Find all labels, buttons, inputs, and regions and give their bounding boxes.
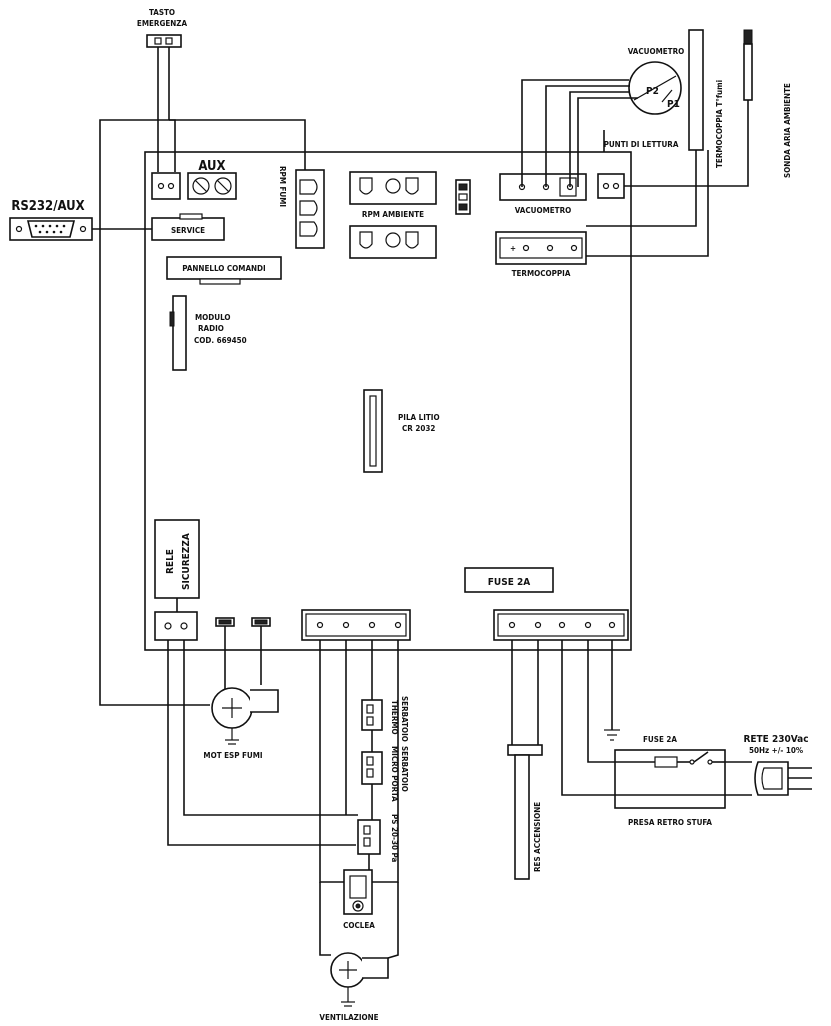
- rele-label-1: RELE: [165, 549, 176, 574]
- modulo-label-1: MODULO: [195, 313, 231, 322]
- rpm-ambiente-label: RPM AMBIENTE: [362, 210, 424, 219]
- rpm-fumi-label: RPM FUMI: [278, 166, 287, 207]
- pila-litio: PILA LITIO CR 2032: [363, 389, 440, 473]
- thermo-label-1: THERMO: [390, 700, 399, 735]
- service-connector: SERVICE: [151, 213, 225, 241]
- rele-sicurezza: RELE SICUREZZA: [154, 519, 200, 612]
- service-label: SERVICE: [171, 226, 205, 235]
- ventilazione: VENTILAZIONE: [319, 882, 399, 1022]
- pannello-comandi-connector: PANNELLO COMANDI: [166, 256, 282, 285]
- connector-3pin-lower: [349, 225, 437, 259]
- micro-label-1: MICRO PORTA: [390, 746, 399, 802]
- aux-label: AUX: [198, 159, 225, 174]
- punti-lettura-label: PUNTI DI LETTURA: [604, 140, 679, 149]
- aux-terminal: AUX: [187, 159, 237, 200]
- micro-label-2: SERBATOIO: [400, 746, 409, 792]
- svg-text:+: +: [510, 244, 516, 253]
- sonda-aria-label: SONDA ARIA AMBIENTE: [783, 83, 792, 178]
- pannello-comandi-label: PANNELLO COMANDI: [182, 264, 266, 273]
- sonda-connector: [597, 173, 625, 199]
- modulo-label-3: COD. 669450: [194, 336, 247, 345]
- fuse-ext-label: FUSE 2A: [643, 735, 677, 744]
- emergency-button: TASTO EMERGENZA: [137, 8, 188, 172]
- termocoppia-fumi-label: TERMOCOPPIA T°fumi: [715, 80, 724, 168]
- res-accensione-label: RES ACCENSIONE: [533, 802, 542, 872]
- rpm-fumi-connector: RPM FUMI: [278, 166, 325, 249]
- p2-label: P2: [646, 86, 659, 97]
- vacuometro-gauge: VACUOMETRO P2 P1 PUNTI DI LETTURA: [521, 47, 685, 187]
- micro-porta-serbatoio: MICRO PORTA SERBATOIO: [361, 746, 409, 820]
- vacuometro-conn-label: VACUOMETRO: [515, 206, 572, 215]
- emergency-connector: [151, 172, 181, 200]
- small-jumper: [455, 179, 471, 215]
- ventilazione-label: VENTILAZIONE: [319, 1013, 378, 1022]
- modulo-radio: MODULO RADIO COD. 669450: [169, 295, 247, 371]
- rete-label-2: 50Hz +/- 10%: [749, 746, 803, 755]
- rete-label-1: RETE 230Vac: [743, 734, 808, 745]
- sonda-aria-probe: SONDA ARIA AMBIENTE: [624, 29, 792, 187]
- coclea-label: COCLEA: [343, 921, 375, 930]
- rete-plug: RETE 230Vac 50Hz +/- 10%: [725, 734, 812, 796]
- thermo-serbatoio: THERMO SERBATOIO: [361, 696, 409, 752]
- presa-retro-stufa: FUSE 2A PRESA RETRO STUFA: [614, 735, 726, 827]
- termocoppia-probe: TERMOCOPPIA T°fumi: [586, 29, 724, 257]
- pila-label-2: CR 2032: [402, 424, 435, 433]
- rele-label-2: SICUREZZA: [181, 533, 192, 590]
- tasto-emergenza-label-2: EMERGENZA: [137, 19, 188, 28]
- pressostato: PS 20-30 Pa: [357, 814, 399, 870]
- mot-esp-fumi: MOT ESP FUMI: [203, 687, 279, 760]
- connector-4pin: [301, 609, 411, 641]
- board-fuse: FUSE 2A: [464, 567, 554, 593]
- presa-label: PRESA RETRO STUFA: [628, 818, 712, 827]
- rs232-label: RS232/AUX: [11, 199, 84, 214]
- termocoppia-label: TERMOCOPPIA: [512, 269, 571, 278]
- pila-label-1: PILA LITIO: [398, 413, 440, 422]
- bottom-2pin-connector: [154, 611, 198, 641]
- termocoppia-connector: + TERMOCOPPIA: [495, 231, 587, 278]
- rs232-port: RS232/AUX: [9, 199, 152, 241]
- p1-label: P1: [667, 99, 680, 110]
- connector-5pin: [493, 609, 629, 641]
- vacuometro-gauge-label: VACUOMETRO: [628, 47, 685, 56]
- modulo-label-2: RADIO: [198, 324, 224, 333]
- board-fuse-label: FUSE 2A: [488, 577, 530, 588]
- res-accensione: RES ACCENSIONE: [507, 744, 543, 880]
- mot-esp-label: MOT ESP FUMI: [203, 751, 263, 760]
- vacuometro-connector: VACUOMETRO: [499, 173, 587, 215]
- rpm-ambiente-connector: RPM AMBIENTE: [349, 171, 437, 219]
- ps-label: PS 20-30 Pa: [390, 814, 399, 863]
- coclea: COCLEA: [343, 869, 375, 930]
- tasto-emergenza-label-1: TASTO: [149, 8, 175, 17]
- thermo-label-2: SERBATOIO: [400, 696, 409, 742]
